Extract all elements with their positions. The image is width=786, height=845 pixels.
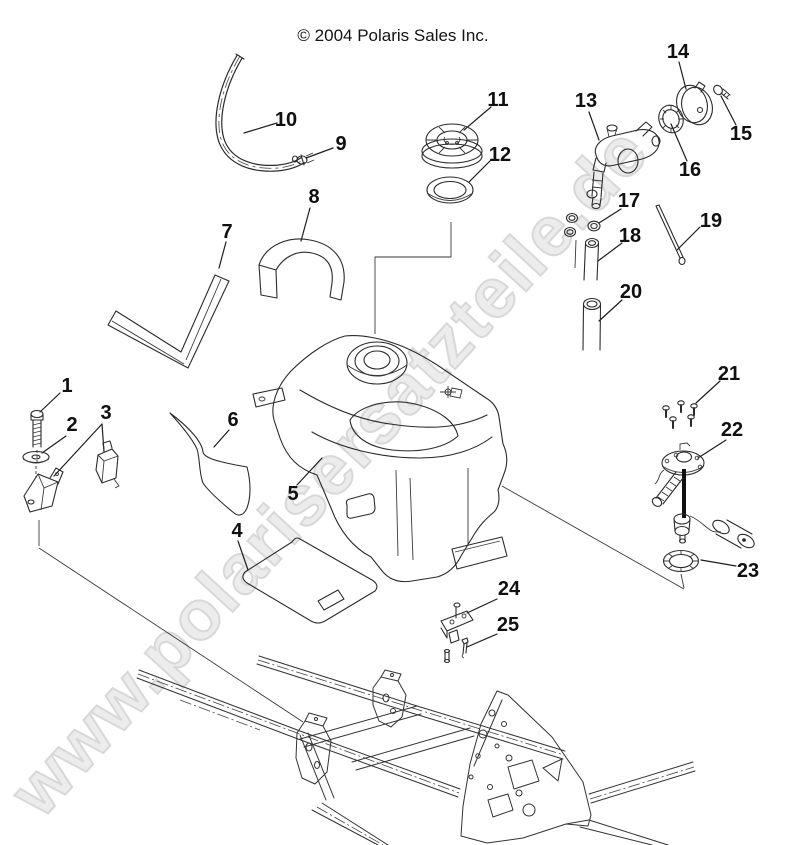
callout-2: 2 — [66, 414, 78, 436]
part-24-bracket-art — [440, 602, 474, 644]
part-17-clamps-art — [563, 189, 601, 269]
part-7-foam-strip-art — [107, 274, 230, 369]
callout-3: 3 — [100, 402, 112, 424]
callout-24: 24 — [497, 578, 521, 600]
part-1-bolt-art — [30, 409, 44, 462]
part-25-pins-art — [443, 637, 469, 664]
callout-1: 1 — [61, 375, 73, 397]
leader-lines — [38, 61, 737, 723]
part-22-fuel-sender-art — [651, 442, 755, 549]
part-5-fuel-tank-art — [252, 335, 508, 583]
callout-19: 19 — [699, 210, 723, 232]
callout-23: 23 — [736, 560, 760, 582]
callout-8: 8 — [308, 186, 320, 208]
callout-15: 15 — [729, 123, 753, 145]
callout-9: 9 — [335, 133, 347, 155]
callout-4: 4 — [231, 520, 243, 542]
callout-12: 12 — [488, 144, 512, 166]
part-2-washer-art — [22, 450, 50, 478]
part-16-ring-art — [658, 104, 684, 134]
callout-13: 13 — [574, 90, 598, 112]
callout-11: 11 — [487, 89, 509, 111]
part-15-screw-art — [713, 84, 731, 100]
part-9-clamp-art — [291, 152, 315, 165]
part-12-gasket-art — [426, 176, 474, 204]
chassis-frame-art — [136, 655, 696, 845]
callout-5: 5 — [287, 483, 299, 505]
callout-20: 20 — [619, 281, 643, 303]
part-23-lock-ring-art — [662, 549, 700, 573]
part-13-fuel-valve-art — [591, 121, 661, 210]
part-4-mat-art — [242, 537, 378, 624]
callout-7: 7 — [221, 221, 233, 243]
callout-25: 25 — [496, 614, 520, 636]
callout-10: 10 — [274, 109, 298, 131]
callout-17: 17 — [617, 190, 641, 212]
callout-21: 21 — [717, 363, 741, 385]
callout-14: 14 — [666, 41, 690, 63]
callout-22: 22 — [720, 419, 744, 441]
part-8-foam-duct-art — [258, 238, 345, 301]
part-18-tube-art — [583, 237, 600, 281]
part-10-vent-hose-art — [215, 53, 305, 172]
part-6-decal-art — [169, 412, 251, 516]
copyright-text: © 2004 Polaris Sales Inc. — [297, 26, 489, 45]
callout-18: 18 — [618, 225, 642, 247]
part-3-clip-art — [23, 440, 120, 513]
callout-16: 16 — [678, 159, 702, 181]
callout-6: 6 — [227, 409, 239, 431]
part-19-rod-art — [655, 204, 686, 266]
part-21-screws-art — [662, 400, 698, 429]
part-20-tube-art — [582, 297, 602, 351]
part-11-fuel-cap-art — [421, 123, 483, 169]
